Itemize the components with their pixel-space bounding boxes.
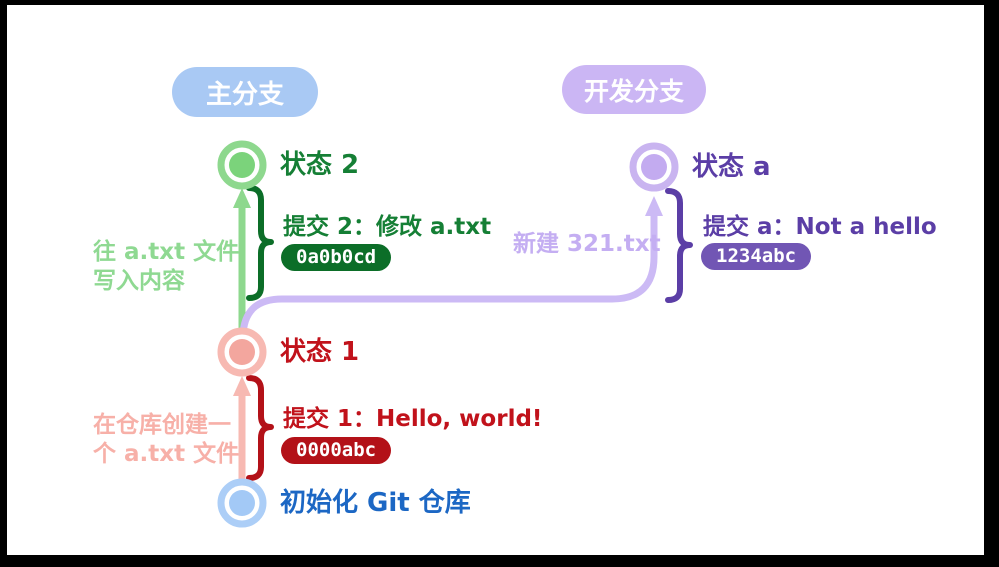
edge-label-write-atxt: 往 a.txt 文件 写入内容 [93, 239, 240, 294]
dev-branch-arrowhead-icon [645, 196, 663, 216]
commit1-message: 提交 1：Hello, world! [283, 406, 543, 432]
edge-label-new-321txt: 新建 321.txt [513, 231, 661, 257]
node-label-state2: 状态 2 [280, 150, 360, 180]
branch-pill-dev: 开发分支 [562, 65, 706, 114]
init-arrowhead-icon [233, 376, 251, 396]
commit-a-hash-badge: 1234abc [701, 243, 812, 270]
node-state-a-dot-icon [641, 154, 667, 180]
main-branch-arrowhead-icon [233, 188, 251, 208]
commit2-message: 提交 2：修改 a.txt [283, 214, 492, 240]
node-state1-dot-icon [229, 339, 255, 365]
node-state2-dot-icon [229, 152, 255, 178]
commit-a-brace-icon [665, 188, 693, 303]
node-label-state1: 状态 1 [280, 337, 360, 367]
diagram-canvas [7, 5, 984, 555]
commit2-hash-badge: 0a0b0cd [281, 244, 392, 271]
commit2-brace-icon [246, 185, 274, 301]
node-init-dot-icon [229, 490, 255, 516]
edge-label-create-atxt: 在仓库创建一 个 a.txt 文件 [93, 412, 240, 467]
commit1-hash-badge: 0000abc [281, 437, 392, 464]
commit1-brace-icon [246, 375, 274, 481]
node-label-state-a: 状态 a [692, 152, 771, 182]
dev-branch-curve-line [239, 210, 658, 340]
branch-pill-main: 主分支 [172, 67, 318, 117]
commit-a-message: 提交 a：Not a hello [703, 214, 937, 240]
node-label-init: 初始化 Git 仓库 [280, 488, 471, 518]
